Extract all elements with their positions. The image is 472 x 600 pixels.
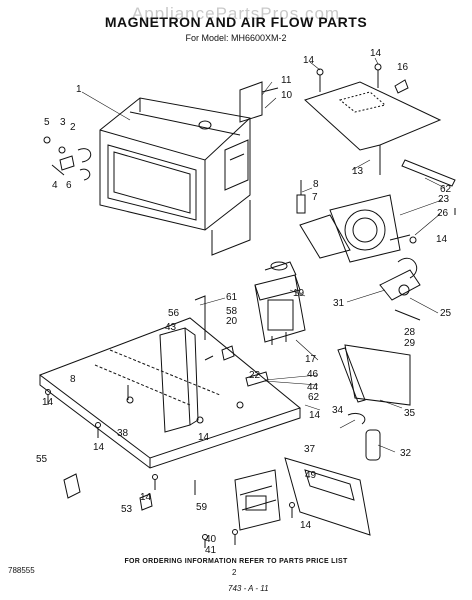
air-duct [159, 327, 199, 433]
callout-22: 22 [249, 370, 261, 381]
callout-1: 1 [76, 84, 82, 95]
callout-46: 46 [307, 369, 319, 380]
callout-2: 2 [70, 122, 76, 133]
callout-10: 10 [281, 90, 293, 101]
callout-14c: 14 [42, 397, 54, 408]
diagram-title: MAGNETRON AND AIR FLOW PARTS [104, 14, 368, 30]
callout-14b: 14 [370, 48, 382, 59]
callout-49: 49 [305, 470, 317, 481]
gasket-strips [337, 159, 456, 406]
thermal-cutout [296, 180, 306, 214]
cavity-assembly [99, 97, 251, 256]
callout-8: 8 [313, 179, 319, 190]
callout-58: 58 [226, 306, 238, 317]
rear-panel [284, 457, 371, 536]
callout-14e: 14 [140, 492, 152, 503]
callout-labels: 1 2 3 4 5 6 7 8 8 10 11 13 14 14 14 14 1… [36, 48, 452, 556]
callout-17: 17 [305, 354, 317, 365]
callout-14i: 14 [198, 432, 210, 443]
callout-31: 31 [333, 298, 345, 309]
callout-4: 4 [52, 180, 58, 191]
callout-14a: 14 [303, 55, 315, 66]
callout-25: 25 [440, 308, 452, 319]
callout-44: 44 [307, 382, 319, 393]
page-number: 2 [232, 568, 237, 577]
callout-11: 11 [281, 75, 292, 86]
ordering-note: FOR ORDERING INFORMATION REFER TO PARTS … [124, 558, 348, 565]
revision-code: 743 - A - 11 [228, 584, 269, 593]
callout-16: 16 [397, 62, 409, 73]
latch-parts [43, 136, 92, 181]
base-plate [38, 317, 302, 469]
callout-62b: 62 [308, 392, 320, 403]
callout-40: 40 [205, 534, 217, 545]
air-guide-cover [239, 63, 442, 175]
watermark: AppliancePartsPros.com [131, 4, 341, 23]
callout-59: 59 [196, 502, 208, 513]
callout-5: 5 [44, 117, 50, 128]
callout-32: 32 [400, 448, 412, 459]
callout-38: 38 [117, 428, 129, 439]
callout-29: 29 [404, 338, 416, 349]
callout-14h: 14 [436, 234, 448, 245]
transformer [234, 469, 281, 531]
callout-62a: 62 [440, 184, 452, 195]
callout-23: 23 [438, 194, 450, 205]
callout-14f: 14 [300, 520, 312, 531]
callout-28: 28 [404, 327, 416, 338]
capacitor [347, 412, 381, 461]
screws [45, 208, 456, 548]
callout-8b: 8 [70, 374, 76, 385]
callout-41: 41 [205, 545, 217, 556]
callout-43: 43 [165, 322, 177, 333]
callout-14d: 14 [93, 442, 105, 453]
callout-34: 34 [332, 405, 344, 416]
callout-3: 3 [60, 117, 66, 128]
document-number: 788555 [8, 566, 35, 575]
leader-lines [81, 57, 446, 453]
callout-14g: 14 [309, 410, 321, 421]
callout-61: 61 [226, 292, 238, 303]
callout-37: 37 [304, 444, 316, 455]
fan-shroud [299, 194, 421, 321]
callout-55: 55 [36, 454, 48, 465]
callout-6: 6 [66, 180, 72, 191]
callout-13: 13 [352, 166, 364, 177]
callout-35: 35 [404, 408, 416, 419]
callout-53: 53 [121, 504, 133, 515]
callout-20: 20 [226, 316, 238, 327]
model-subtitle: For Model: MH6600XM-2 [185, 33, 287, 43]
callout-26: 26 [437, 208, 449, 219]
callout-7: 7 [312, 192, 318, 203]
callout-56: 56 [168, 308, 180, 319]
callout-19: 19 [293, 288, 305, 299]
magnetron [254, 261, 306, 345]
